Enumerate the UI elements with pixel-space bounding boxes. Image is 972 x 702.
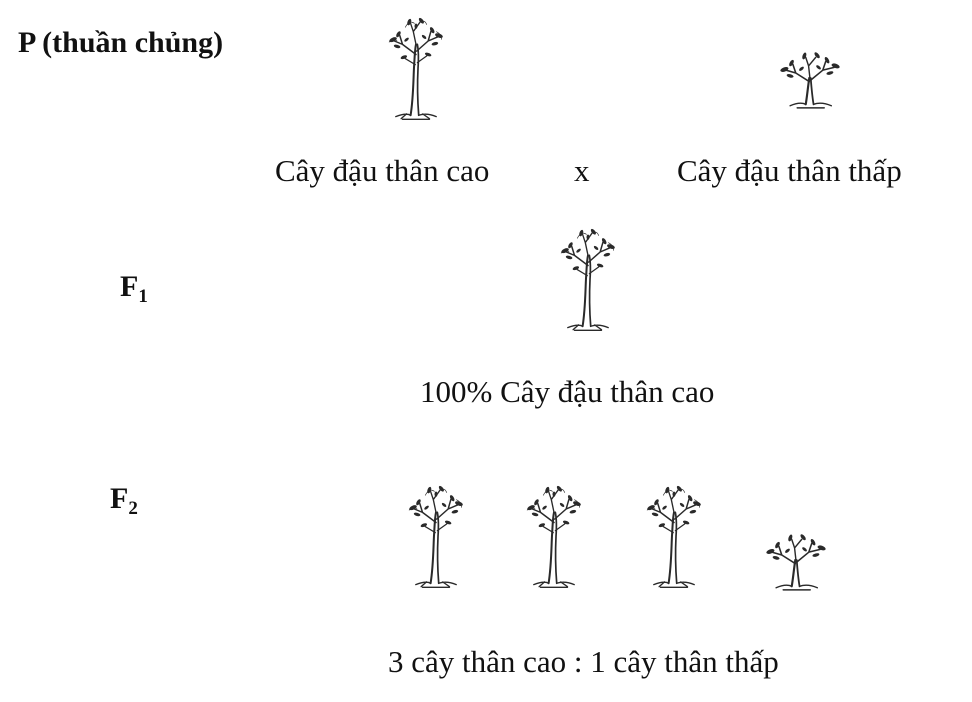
tall-pea-plant-icon <box>552 225 624 333</box>
cross-symbol: x <box>574 153 590 188</box>
f1-label-letter: F <box>120 270 139 303</box>
f2-label-subscript: 2 <box>128 498 138 519</box>
generation-label-f2: F2 <box>110 482 138 519</box>
f2-label-letter: F <box>110 482 129 515</box>
generation-label-p: P (thuần chủng) <box>18 26 224 59</box>
p-short-parent-caption: Cây đậu thân thấp <box>677 153 902 188</box>
f1-caption: 100% Cây đậu thân cao <box>420 374 715 409</box>
f2-caption: 3 cây thân cao : 1 cây thân thấp <box>388 644 779 679</box>
tall-pea-plant-icon <box>400 482 472 590</box>
tall-pea-plant-icon <box>380 14 452 122</box>
f1-label-subscript: 1 <box>138 286 148 307</box>
short-pea-plant-icon <box>774 46 846 110</box>
tall-pea-plant-icon <box>518 482 590 590</box>
p-tall-parent-caption: Cây đậu thân cao <box>275 153 490 188</box>
tall-pea-plant-icon <box>638 482 710 590</box>
generation-label-f1: F1 <box>120 270 148 307</box>
short-pea-plant-icon <box>760 528 832 592</box>
